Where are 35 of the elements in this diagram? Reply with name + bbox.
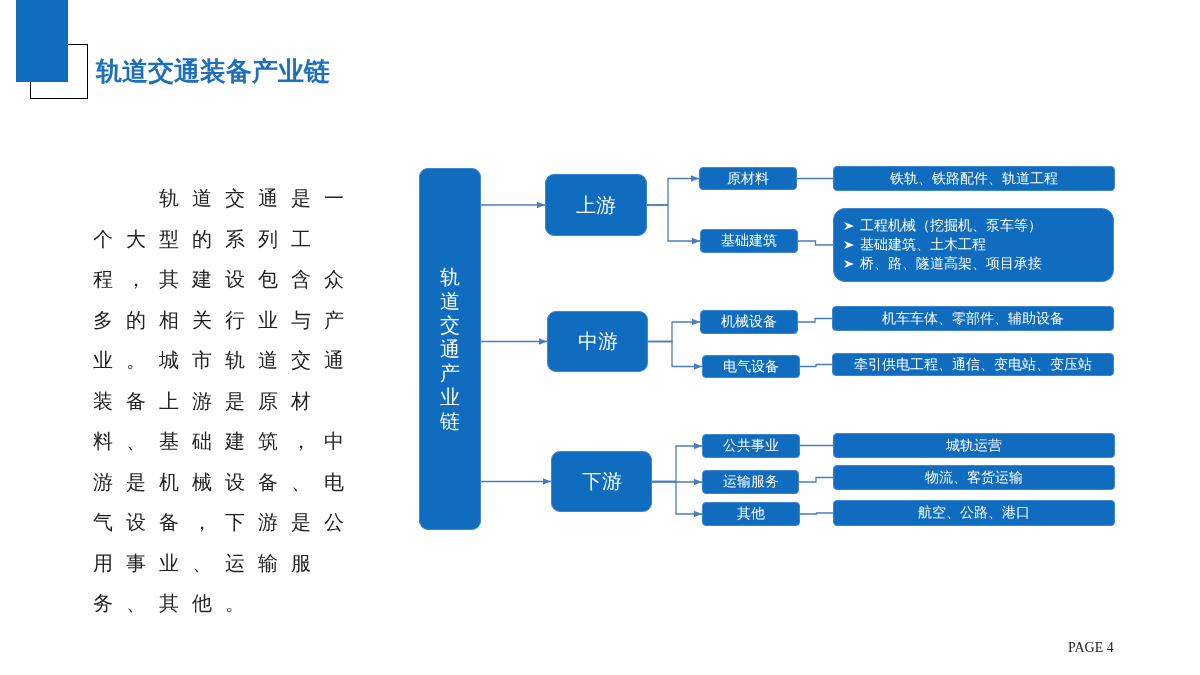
stage-box: 上游 [545,174,647,236]
detail-box: 工程机械（挖掘机、泵车等） 基础建筑、土木工程 桥、路、隧道高架、项目承接 [833,208,1114,282]
arrow [480,478,552,485]
page-number: PAGE 4 [1068,640,1114,656]
arrow [480,201,546,209]
category-box: 公共事业 [702,434,800,458]
body-paragraph: 轨道交通是一个大型的系列工程，其建设包含众多的相关行业与产业。城市轨道交通装备上游是原材料、基础建筑，中游是机械设备、电气设备，下游是公用事业、运输服务、其他。 [93,185,358,617]
category-box: 基础建筑 [700,229,798,253]
connector-line [799,512,834,515]
category-box: 机车车体、零部件、辅助设备 [832,306,1114,331]
connector-line [798,476,834,483]
arrow [480,338,548,345]
category-box: 牵引供电工程、通信、变电站、变压站 [832,353,1114,376]
category-box: 铁轨、铁路配件、轨道工程 [833,166,1115,191]
connector-line [799,444,834,447]
connector-line [796,177,834,180]
category-box: 航空、公路、港口 [833,500,1115,526]
arrow [646,204,701,245]
stage-box: 下游 [551,451,652,512]
category-box: 运输服务 [702,470,799,494]
chain-bar: 轨道交通产业链 [419,168,481,530]
category-box: 城轨运营 [833,433,1115,458]
category-box: 电气设备 [702,355,800,378]
arrow [651,478,703,486]
category-box: 原材料 [699,167,797,190]
category-box: 机械设备 [700,310,798,334]
connector-line [799,363,833,368]
arrow [647,340,703,370]
connector-line [797,317,833,323]
stage-box: 中游 [547,311,648,372]
connector-line [797,240,834,246]
category-box: 物流、客货运输 [833,465,1115,490]
arrow [651,480,703,518]
title: 轨道交通装备产业链 [96,55,330,88]
category-box: 其他 [702,502,800,526]
